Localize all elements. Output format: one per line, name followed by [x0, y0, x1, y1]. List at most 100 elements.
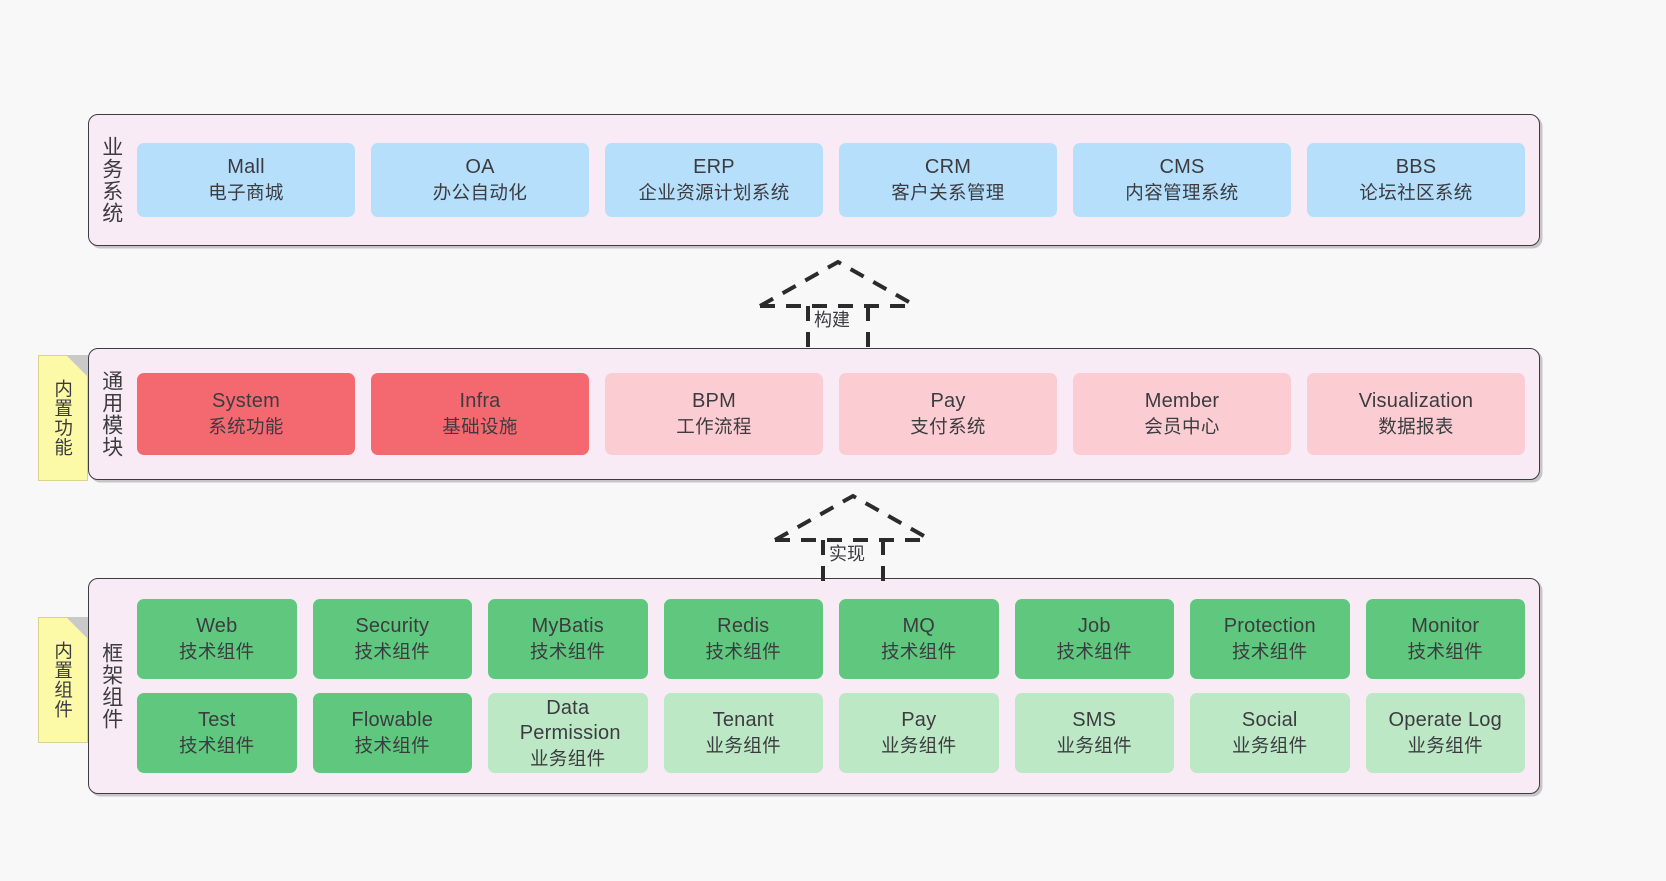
card-title: Operate Log — [1388, 709, 1502, 732]
card-subtitle: 办公自动化 — [432, 181, 528, 203]
connector-build-arrow — [759, 259, 917, 348]
card-subtitle: 技术组件 — [705, 640, 782, 662]
card-subtitle: 基础设施 — [442, 415, 518, 437]
card-visualization[interactable]: Visualization 数据报表 — [1307, 373, 1525, 455]
card-subtitle: 业务组件 — [1231, 734, 1308, 756]
card-subtitle: 电子商城 — [208, 181, 284, 203]
card-title: MyBatis — [531, 615, 605, 638]
card-title: Redis — [717, 615, 770, 638]
card-tenant[interactable]: Tenant 业务组件 — [663, 693, 823, 773]
card-title: Mall — [227, 156, 265, 179]
card-row: Test 技术组件 Flowable 技术组件 Data Permission … — [137, 693, 1525, 773]
card-job[interactable]: Job 技术组件 — [1014, 599, 1174, 679]
connector-implement-arrow — [774, 493, 932, 582]
card-subtitle: 内容管理系统 — [1125, 181, 1239, 203]
card-title: Tenant — [712, 709, 774, 732]
card-title: ERP — [693, 156, 735, 179]
card-title: Pay — [930, 390, 966, 413]
card-crm[interactable]: CRM 客户关系管理 — [839, 143, 1057, 217]
card-subtitle: 企业资源计划系统 — [638, 181, 790, 203]
card-subtitle: 技术组件 — [354, 640, 431, 662]
connector-implement: 实现 — [765, 490, 945, 582]
layer-title-common-modules: 通用模块 — [99, 370, 123, 458]
card-subtitle: 客户关系管理 — [891, 181, 1005, 203]
card-subtitle: 业务组件 — [705, 734, 782, 756]
card-subtitle: 业务组件 — [529, 747, 606, 769]
card-row: System 系统功能 Infra 基础设施 BPM 工作流程 Pay 支付系统… — [137, 373, 1525, 455]
note-builtin-functions: 内置功能 — [38, 355, 88, 481]
card-title: Protection — [1223, 615, 1316, 638]
card-mq[interactable]: MQ 技术组件 — [839, 599, 999, 679]
card-subtitle: 技术组件 — [354, 734, 431, 756]
card-pay-module[interactable]: Pay 支付系统 — [839, 373, 1057, 455]
note-label: 内置组件 — [52, 641, 74, 719]
card-bbs[interactable]: BBS 论坛社区系统 — [1307, 143, 1525, 217]
card-cms[interactable]: CMS 内容管理系统 — [1073, 143, 1291, 217]
card-operate-log[interactable]: Operate Log 业务组件 — [1365, 693, 1525, 773]
card-subtitle: 论坛社区系统 — [1359, 181, 1473, 203]
card-title: System — [212, 390, 280, 413]
card-subtitle: 系统功能 — [208, 415, 284, 437]
card-title: Social — [1241, 709, 1298, 732]
card-redis[interactable]: Redis 技术组件 — [663, 599, 823, 679]
connector-implement-label: 实现 — [829, 544, 865, 564]
card-title: SMS — [1072, 709, 1117, 732]
card-mall[interactable]: Mall 电子商城 — [137, 143, 355, 217]
card-subtitle: 技术组件 — [529, 640, 606, 662]
card-mybatis[interactable]: MyBatis 技术组件 — [488, 599, 648, 679]
layer-body-business-systems: Mall 电子商城 OA 办公自动化 ERP 企业资源计划系统 CRM 客户关系… — [133, 115, 1539, 245]
card-title: OA — [465, 156, 495, 179]
note-builtin-components: 内置组件 — [38, 617, 88, 743]
card-pay-component[interactable]: Pay 业务组件 — [839, 693, 999, 773]
layer-framework-components: 框架组件 Web 技术组件 Security 技术组件 MyBatis 技术组件… — [88, 578, 1540, 794]
layer-title-framework-components: 框架组件 — [99, 642, 123, 730]
card-system[interactable]: System 系统功能 — [137, 373, 355, 455]
layer-body-common-modules: System 系统功能 Infra 基础设施 BPM 工作流程 Pay 支付系统… — [133, 349, 1539, 479]
card-title: CRM — [924, 156, 972, 179]
card-bpm[interactable]: BPM 工作流程 — [605, 373, 823, 455]
card-title: Flowable — [351, 709, 434, 732]
layer-title-business-systems: 业务系统 — [99, 136, 123, 224]
card-web[interactable]: Web 技术组件 — [137, 599, 297, 679]
card-subtitle: 技术组件 — [178, 640, 255, 662]
card-erp[interactable]: ERP 企业资源计划系统 — [605, 143, 823, 217]
layer-body-framework-components: Web 技术组件 Security 技术组件 MyBatis 技术组件 Redi… — [133, 579, 1539, 793]
card-sms[interactable]: SMS 业务组件 — [1014, 693, 1174, 773]
card-subtitle: 技术组件 — [880, 640, 957, 662]
card-member[interactable]: Member 会员中心 — [1073, 373, 1291, 455]
card-title: Visualization — [1358, 390, 1474, 413]
card-test[interactable]: Test 技术组件 — [137, 693, 297, 773]
card-flowable[interactable]: Flowable 技术组件 — [312, 693, 472, 773]
card-title: Test — [198, 709, 236, 732]
connector-build-label: 构建 — [814, 310, 850, 330]
card-subtitle: 技术组件 — [1231, 640, 1308, 662]
card-subtitle: 业务组件 — [880, 734, 957, 756]
note-label: 内置功能 — [52, 379, 74, 457]
card-subtitle: 工作流程 — [676, 415, 752, 437]
card-infra[interactable]: Infra 基础设施 — [371, 373, 589, 455]
card-title: Pay — [901, 709, 937, 732]
card-protection[interactable]: Protection 技术组件 — [1190, 599, 1350, 679]
layer-business-systems: 业务系统 Mall 电子商城 OA 办公自动化 ERP 企业资源计划系统 CRM… — [88, 114, 1540, 246]
layer-common-modules: 通用模块 System 系统功能 Infra 基础设施 BPM 工作流程 Pay… — [88, 348, 1540, 480]
card-subtitle: 支付系统 — [910, 415, 986, 437]
card-oa[interactable]: OA 办公自动化 — [371, 143, 589, 217]
card-monitor[interactable]: Monitor 技术组件 — [1365, 599, 1525, 679]
card-subtitle: 技术组件 — [178, 734, 255, 756]
card-subtitle: 技术组件 — [1056, 640, 1133, 662]
card-row: Mall 电子商城 OA 办公自动化 ERP 企业资源计划系统 CRM 客户关系… — [137, 143, 1525, 217]
card-data-permission[interactable]: Data Permission 业务组件 — [488, 693, 648, 773]
card-title: Data Permission — [519, 696, 621, 745]
card-title: BBS — [1395, 156, 1437, 179]
card-title: CMS — [1159, 156, 1205, 179]
card-title: Web — [196, 615, 238, 638]
card-subtitle: 数据报表 — [1378, 415, 1454, 437]
card-subtitle: 会员中心 — [1144, 415, 1220, 437]
card-social[interactable]: Social 业务组件 — [1190, 693, 1350, 773]
card-title: Member — [1144, 390, 1220, 413]
card-security[interactable]: Security 技术组件 — [312, 599, 472, 679]
card-subtitle: 技术组件 — [1407, 640, 1484, 662]
card-row: Web 技术组件 Security 技术组件 MyBatis 技术组件 Redi… — [137, 599, 1525, 679]
card-title: Infra — [459, 390, 501, 413]
